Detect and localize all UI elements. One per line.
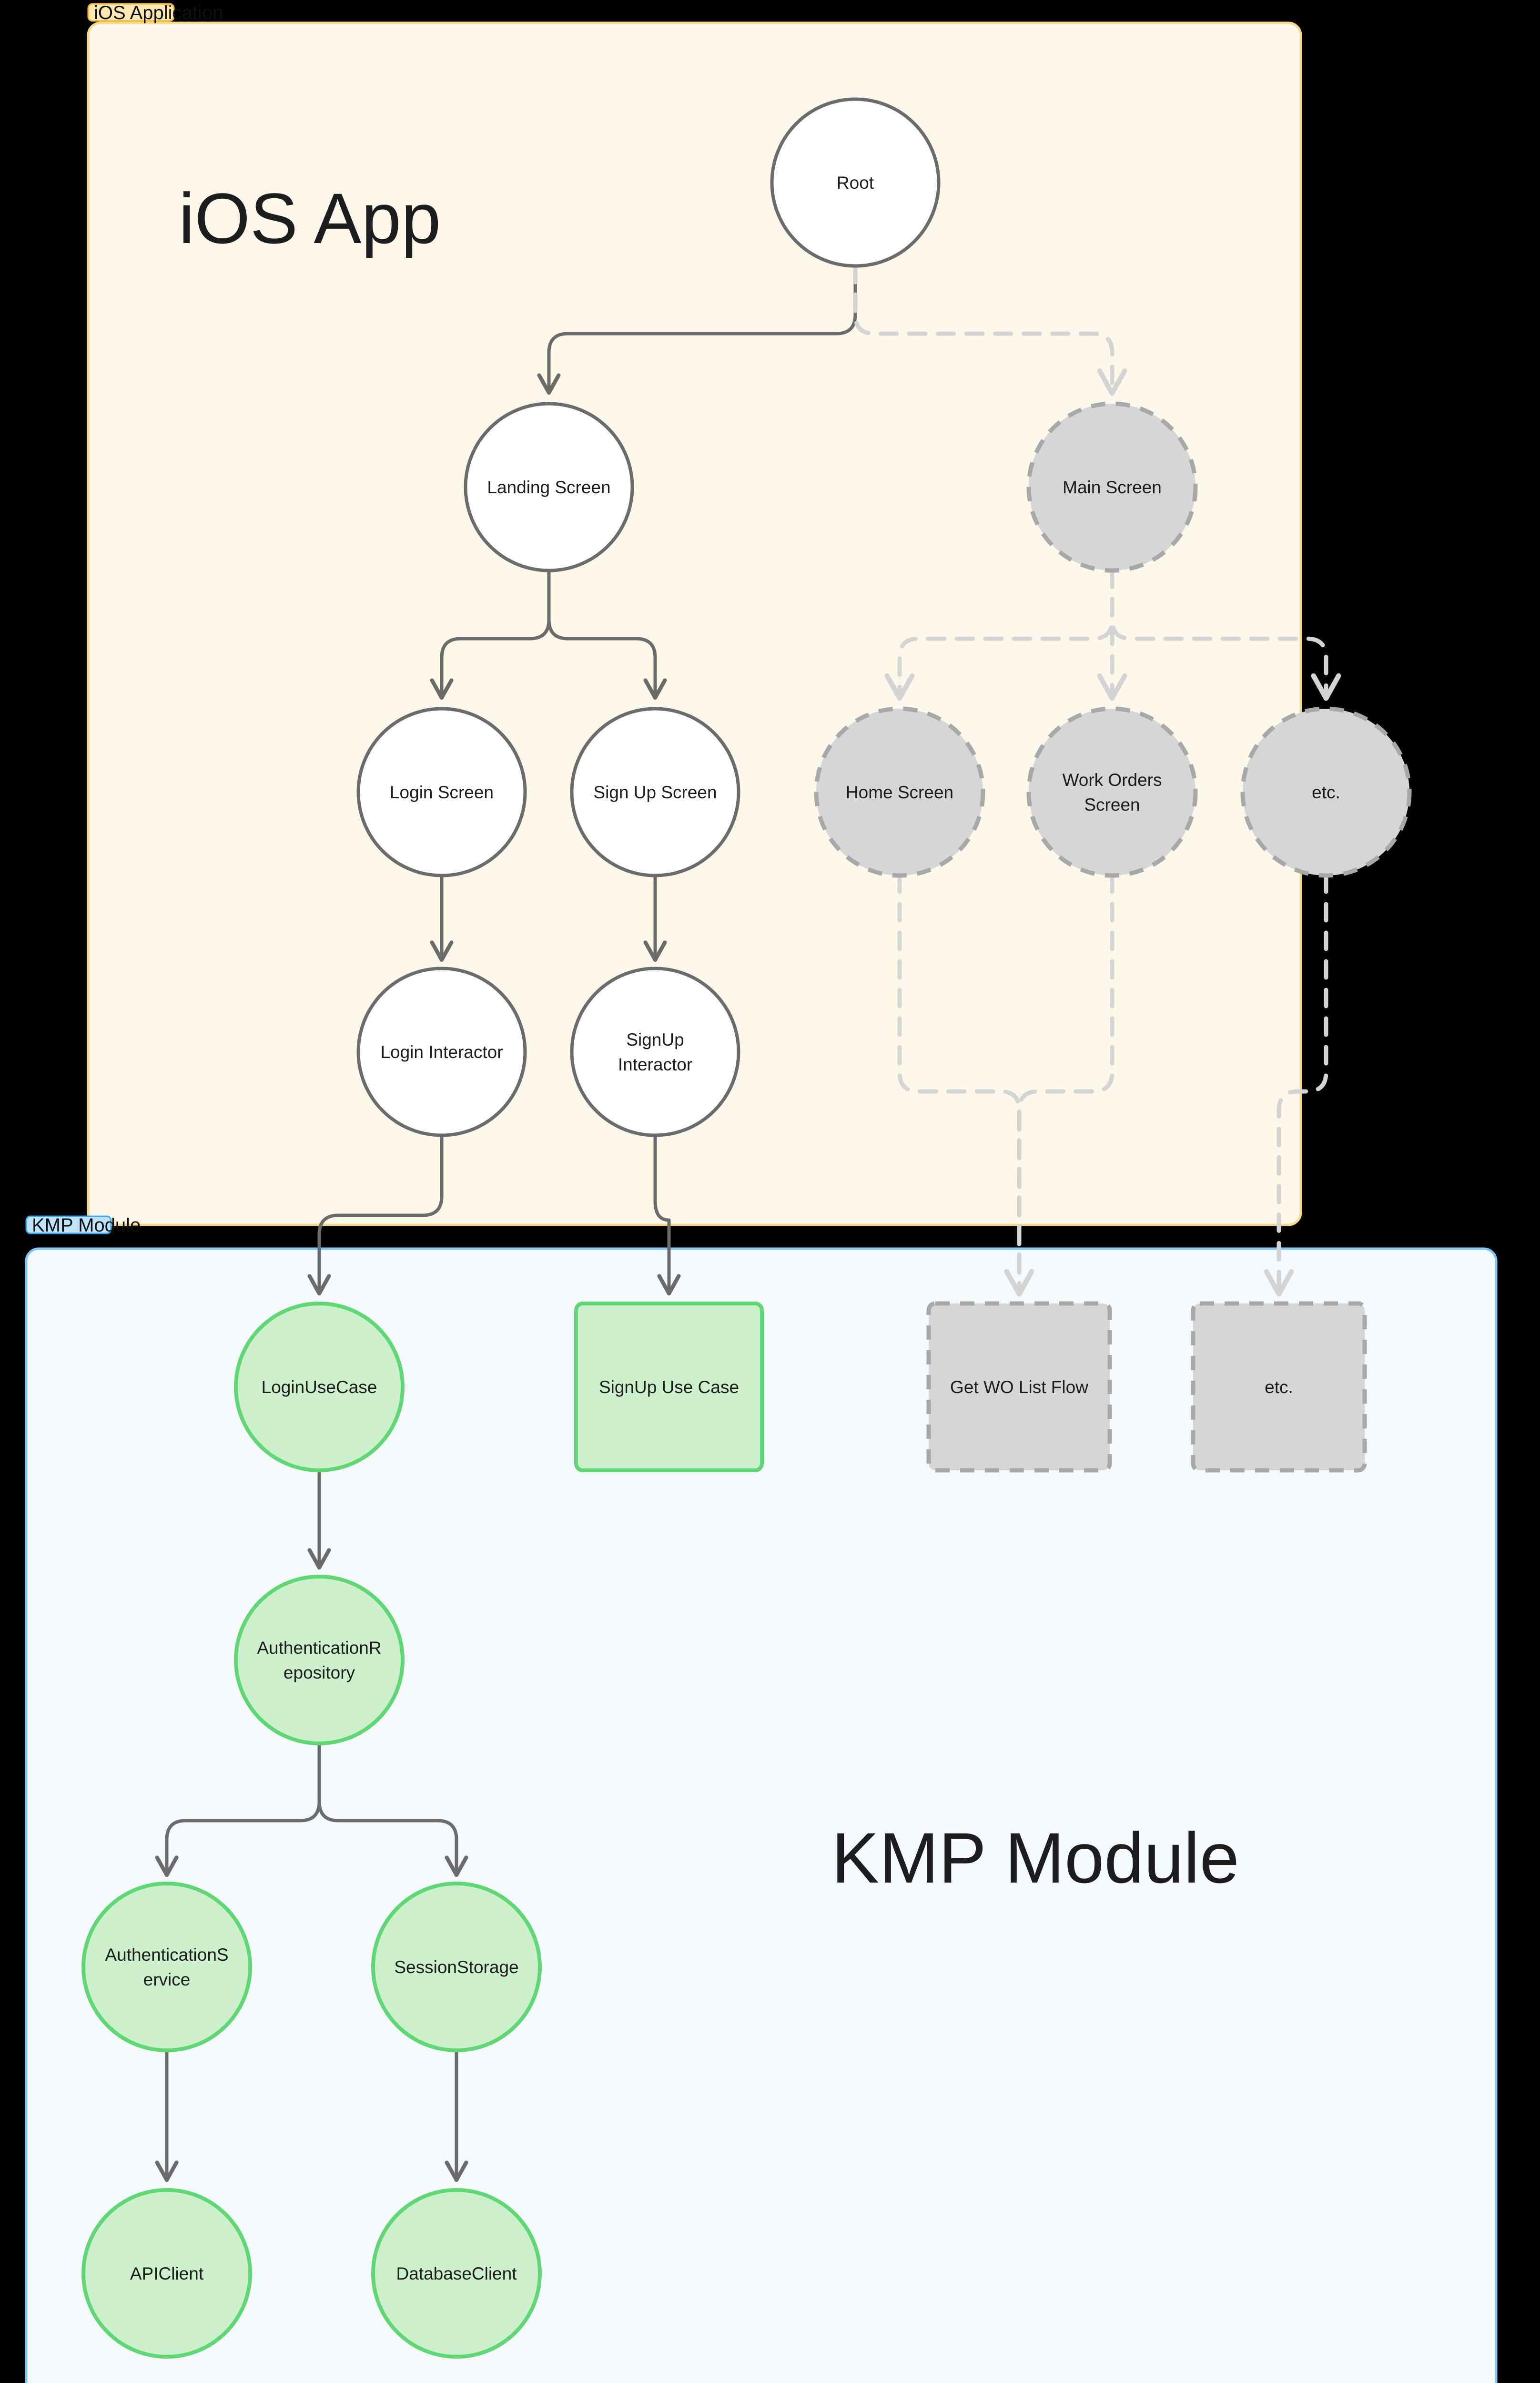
node-etc-ios[interactable]: etc. xyxy=(1240,706,1412,878)
node-label-db-client: DatabaseClient xyxy=(396,2264,517,2283)
panel-title-kmp: KMP Module xyxy=(831,1818,1239,1898)
edge-signup-inter-to-signup-uc xyxy=(653,1133,681,1296)
node-signup-uc[interactable]: SignUp Use Case xyxy=(574,1302,764,1472)
panel-badge-kmp: KMP Module xyxy=(25,1215,141,1236)
edge-login-inter-to-login-uc xyxy=(307,1133,444,1296)
node-label-root: Root xyxy=(837,173,874,193)
node-label-session: SessionStorage xyxy=(394,1957,518,1977)
node-label-auth-service: AuthenticationS xyxy=(105,1945,228,1965)
edge-landing-to-signup-screen xyxy=(547,569,667,700)
edges-layer xyxy=(155,264,1341,2182)
panel-title-ios: iOS App xyxy=(179,178,441,258)
node-label-wo-screen: Screen xyxy=(1084,795,1140,815)
panels-layer xyxy=(25,21,1498,2383)
node-shape-signup-inter xyxy=(570,967,740,1137)
node-shape-db-client xyxy=(371,2188,542,2359)
node-label-wo-screen: Work Orders xyxy=(1062,770,1162,790)
panel-badge-label-ios: iOS Application xyxy=(94,2,223,23)
node-api-client[interactable]: APIClient xyxy=(81,2188,252,2359)
node-auth-service[interactable]: AuthenticationS ervice xyxy=(81,1882,252,2052)
node-auth-repo[interactable]: AuthenticationR epository xyxy=(234,1575,405,1745)
edge-etc-ios-to-etc-kmp xyxy=(1264,873,1328,1297)
node-label-main: Main Screen xyxy=(1063,478,1162,497)
panel-kmp xyxy=(25,1247,1498,2383)
node-label-login-uc: LoginUseCase xyxy=(262,1377,377,1397)
edge-auth-repo-to-session xyxy=(317,1741,468,1877)
node-landing[interactable]: Landing Screen xyxy=(464,402,634,572)
node-shape-main xyxy=(1026,401,1198,573)
node-shape-auth-repo xyxy=(234,1575,405,1745)
node-shape-api-client xyxy=(81,2188,252,2359)
node-shape-login-uc xyxy=(234,1302,405,1472)
node-login-uc[interactable]: LoginUseCase xyxy=(234,1302,405,1472)
node-signup-screen[interactable]: Sign Up Screen xyxy=(570,707,740,877)
node-label-login-inter: Login Interactor xyxy=(380,1042,503,1062)
node-home-screen[interactable]: Home Screen xyxy=(814,706,985,878)
node-login-screen[interactable]: Login Screen xyxy=(356,707,527,877)
node-shape-signup-screen xyxy=(570,707,740,877)
node-shape-get-wo-flow xyxy=(926,1301,1112,1473)
node-login-inter[interactable]: Login Interactor xyxy=(356,967,527,1137)
edge-root-to-main xyxy=(853,264,1127,396)
node-label-get-wo-flow: Get WO List Flow xyxy=(950,1377,1088,1397)
node-shape-etc-kmp xyxy=(1191,1301,1367,1473)
node-label-auth-service: ervice xyxy=(143,1970,191,1989)
node-label-landing: Landing Screen xyxy=(487,478,610,497)
node-label-api-client: APIClient xyxy=(130,2264,204,2283)
node-shape-login-screen xyxy=(356,707,527,877)
edge-home-screen-to-get-wo-flow xyxy=(897,873,1034,1297)
node-shape-login-inter xyxy=(356,967,527,1137)
panel-badge-label-kmp: KMP Module xyxy=(32,1215,141,1236)
node-shape-auth-service xyxy=(81,1882,252,2052)
node-etc-kmp[interactable]: etc. xyxy=(1191,1301,1367,1473)
edge-landing-to-login-screen xyxy=(430,569,551,700)
edge-main-to-etc-ios xyxy=(1110,568,1341,701)
node-label-signup-uc: SignUp Use Case xyxy=(599,1377,739,1397)
node-shape-signup-uc xyxy=(574,1302,764,1472)
node-label-auth-repo: AuthenticationR xyxy=(257,1638,381,1658)
node-session[interactable]: SessionStorage xyxy=(371,1882,542,2052)
node-shape-etc-ios xyxy=(1240,706,1412,878)
panel-ios xyxy=(87,21,1302,1226)
node-shape-wo-screen xyxy=(1026,706,1198,878)
edge-auth-repo-to-auth-service xyxy=(155,1741,321,1877)
node-label-etc-kmp: etc. xyxy=(1265,1377,1293,1397)
panel-badge-ios: iOS Application xyxy=(87,2,223,23)
node-root[interactable]: Root xyxy=(770,97,941,268)
node-label-login-screen: Login Screen xyxy=(390,783,494,802)
node-main[interactable]: Main Screen xyxy=(1026,401,1198,573)
node-shape-home-screen xyxy=(814,706,985,878)
node-db-client[interactable]: DatabaseClient xyxy=(371,2188,542,2359)
node-label-signup-inter: Interactor xyxy=(618,1055,692,1074)
node-shape-session xyxy=(371,1882,542,2052)
node-label-auth-repo: epository xyxy=(284,1663,355,1682)
edge-wo-screen-to-get-wo-flow xyxy=(1004,873,1114,1297)
node-label-signup-screen: Sign Up Screen xyxy=(593,783,717,802)
node-label-home-screen: Home Screen xyxy=(846,783,953,802)
node-label-signup-inter: SignUp xyxy=(626,1030,684,1049)
node-shape-landing xyxy=(464,402,634,572)
node-label-etc-ios: etc. xyxy=(1312,783,1340,802)
node-get-wo-flow[interactable]: Get WO List Flow xyxy=(926,1301,1112,1473)
edge-root-to-landing xyxy=(537,264,857,395)
node-shape-root xyxy=(770,97,941,268)
